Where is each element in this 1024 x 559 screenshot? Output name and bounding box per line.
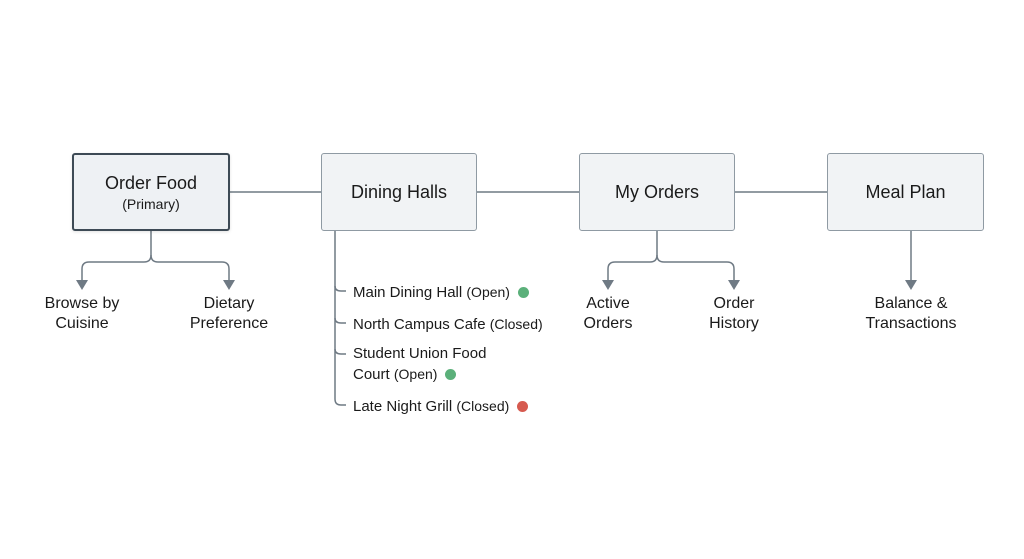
branch-hall-2 bbox=[334, 317, 346, 324]
leaf-balance-line1: Balance & bbox=[874, 295, 948, 312]
arrowhead-active bbox=[602, 280, 614, 290]
hall-name: Late Night Grill bbox=[353, 398, 453, 415]
leaf-browse-by-cuisine[interactable]: Browse by Cuisine bbox=[22, 294, 142, 334]
hall-late-night-grill[interactable]: Late Night Grill (Closed) bbox=[353, 396, 529, 417]
leaf-order-history[interactable]: Order History bbox=[684, 294, 784, 334]
leaf-active-line1: Active bbox=[586, 295, 630, 312]
branch-order-food bbox=[81, 231, 152, 280]
leaf-balance-line2: Transactions bbox=[865, 315, 957, 332]
branch-my-orders bbox=[607, 231, 658, 280]
leaf-browse-line1: Browse by bbox=[44, 295, 120, 312]
node-my-orders[interactable]: My Orders bbox=[579, 153, 735, 231]
hall-north-campus[interactable]: North Campus Cafe (Closed) bbox=[353, 314, 543, 335]
leaf-browse-line2: Cuisine bbox=[55, 315, 109, 332]
branch-my-orders-right bbox=[656, 254, 735, 280]
leaf-active-line2: Orders bbox=[583, 315, 633, 332]
branch-order-food-right bbox=[150, 254, 230, 280]
node-meal-plan-title: Meal Plan bbox=[865, 182, 946, 202]
status-open-dot bbox=[517, 287, 529, 298]
branch-hall-3 bbox=[334, 348, 346, 355]
arrowhead-browse bbox=[76, 280, 88, 290]
hall-status: (Open) bbox=[393, 366, 438, 382]
arrowhead-history bbox=[728, 280, 740, 290]
branch-hall-1 bbox=[334, 285, 346, 292]
hall-name: North Campus Cafe bbox=[353, 316, 486, 333]
hall-status: (Closed) bbox=[489, 316, 543, 332]
leaf-history-line1: Order bbox=[713, 295, 755, 312]
arrowhead-dietary bbox=[223, 280, 235, 290]
leaf-active-orders[interactable]: Active Orders bbox=[558, 294, 658, 334]
leaf-dietary-preference[interactable]: Dietary Preference bbox=[169, 294, 289, 334]
status-closed-dot bbox=[517, 401, 529, 412]
node-meal-plan[interactable]: Meal Plan bbox=[827, 153, 984, 231]
node-dining-halls[interactable]: Dining Halls bbox=[321, 153, 477, 231]
leaf-dietary-line1: Dietary bbox=[203, 295, 255, 312]
hall-name: Student Union Food bbox=[353, 345, 487, 362]
hall-student-union[interactable]: Student Union Food Court (Open) bbox=[353, 344, 486, 385]
node-dining-halls-title: Dining Halls bbox=[350, 182, 448, 202]
node-order-food-title: Order Food bbox=[104, 172, 198, 193]
status-open-dot bbox=[445, 369, 457, 380]
leaf-history-line2: History bbox=[709, 315, 759, 332]
hall-status: (Open) bbox=[466, 284, 510, 300]
arrowhead-balance bbox=[905, 280, 917, 290]
node-order-food[interactable]: Order Food (Primary) bbox=[72, 153, 230, 231]
node-my-orders-title: My Orders bbox=[614, 182, 699, 202]
leaf-balance-transactions[interactable]: Balance & Transactions bbox=[846, 294, 976, 334]
hall-name: Main Dining Hall bbox=[353, 284, 463, 301]
branch-dining-halls bbox=[334, 231, 346, 406]
hall-name-cont: Court bbox=[353, 366, 390, 383]
leaf-dietary-line2: Preference bbox=[189, 315, 269, 332]
node-order-food-subtitle: (Primary) bbox=[122, 195, 180, 212]
hall-main-dining[interactable]: Main Dining Hall (Open) bbox=[353, 282, 529, 303]
hall-status: (Closed) bbox=[456, 398, 510, 414]
